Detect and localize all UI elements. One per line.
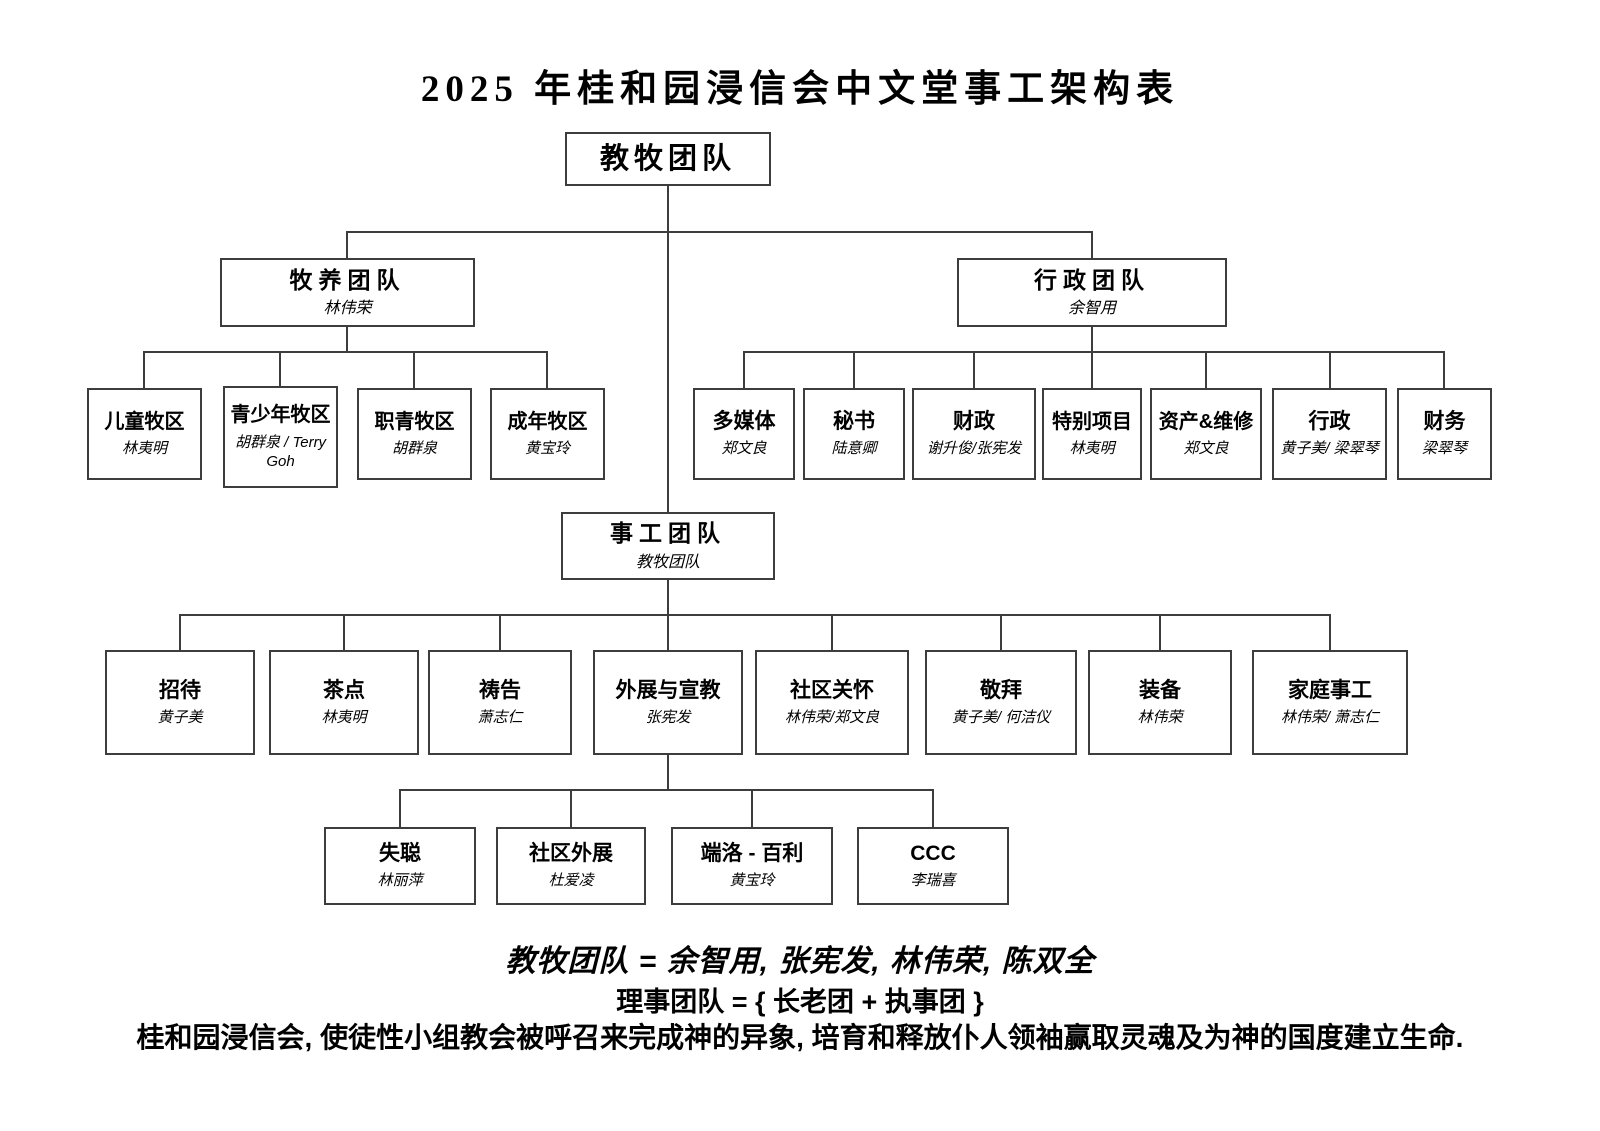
node-worship-lead: 黄子美/ 何洁仪: [951, 708, 1051, 726]
connector-admin-children: [743, 327, 1445, 388]
node-ministry-team-lead: 教牧团队: [635, 553, 700, 571]
node-secretary-label: 秘书: [833, 410, 875, 433]
node-deaf-label: 失聪: [379, 842, 421, 865]
node-adult-zone-label: 成年牧区: [507, 410, 588, 433]
node-finance-label: 财政: [953, 410, 995, 433]
node-family-ministry-label: 家庭事工: [1288, 678, 1372, 702]
node-youth-zone: 青少年牧区 胡群泉 / Terry Goh: [223, 386, 338, 488]
footer-board-team-definition: 理事团队 = { 长老团 + 执事团 }: [616, 987, 984, 1017]
node-assets-maintenance-lead: 郑文良: [1183, 439, 1229, 457]
node-secretary-lead: 陆意卿: [831, 440, 877, 458]
node-tanjung-bali: 端洛 - 百利 黄宝玲: [671, 827, 833, 905]
node-ushering-label: 招待: [159, 678, 201, 702]
node-tanjung-bali-lead: 黄宝玲: [729, 872, 775, 890]
node-outreach-missions-lead: 张宪发: [645, 708, 691, 726]
node-finance: 财政 谢升俊/张宪发: [912, 388, 1036, 480]
node-treasury: 财务 梁翠琴: [1397, 388, 1492, 480]
node-multimedia-lead: 郑文良: [721, 440, 767, 458]
node-working-youth-zone-label: 职青牧区: [374, 410, 455, 433]
node-outreach-missions-label: 外展与宣教: [615, 678, 721, 702]
node-special-projects-label: 特别项目: [1052, 410, 1132, 433]
page-title: 2025 年桂和园浸信会中文堂事工架构表: [420, 69, 1180, 110]
node-ushering-lead: 黄子美: [157, 708, 203, 726]
node-adult-zone-lead: 黄宝玲: [524, 439, 570, 457]
node-admin-team: 行政团队 余智用: [957, 258, 1227, 327]
node-ccc: CCC 李瑞喜: [857, 827, 1009, 905]
node-community-care-lead: 林伟荣/郑文良: [784, 708, 880, 726]
node-ushering: 招待 黄子美: [105, 650, 255, 755]
footer-vision-statement: 桂和园浸信会, 使徒性小组教会被呼召来完成神的异象, 培育和释放仆人领袖赢取灵魂…: [136, 1022, 1464, 1053]
connector-shepherding-children: [143, 327, 548, 388]
node-community-care-label: 社区关怀: [790, 678, 874, 702]
node-secretary: 秘书 陆意卿: [803, 388, 905, 480]
node-outreach-missions: 外展与宣教 张宪发: [593, 650, 743, 755]
node-prayer-lead: 萧志仁: [477, 708, 523, 726]
node-administration-lead: 黄子美/ 梁翠琴: [1280, 440, 1379, 458]
node-community-outreach-lead: 杜爱凌: [548, 872, 594, 890]
node-refreshments-label: 茶点: [323, 678, 365, 702]
node-ccc-label: CCC: [910, 842, 956, 865]
node-worship-label: 敬拜: [980, 678, 1022, 702]
node-community-care: 社区关怀 林伟荣/郑文良: [755, 650, 909, 755]
node-pastoral-team-label: 教牧团队: [599, 142, 736, 175]
node-multimedia: 多媒体 郑文良: [693, 388, 795, 480]
node-shepherding-team: 牧养团队 林伟荣: [220, 258, 475, 327]
node-special-projects-lead: 林夷明: [1069, 439, 1115, 457]
node-pastoral-team: 教牧团队: [565, 132, 771, 186]
node-tanjung-bali-label: 端洛 - 百利: [700, 842, 804, 865]
node-deaf: 失聪 林丽萍: [324, 827, 476, 905]
node-administration-label: 行政: [1308, 410, 1351, 433]
node-community-outreach: 社区外展 杜爱凌: [496, 827, 646, 905]
node-adult-zone: 成年牧区 黄宝玲: [490, 388, 605, 480]
connector-outreach-children: [399, 755, 934, 827]
node-special-projects: 特别项目 林夷明: [1042, 388, 1142, 480]
node-children-zone-label: 儿童牧区: [104, 410, 185, 433]
node-prayer: 祷告 萧志仁: [428, 650, 572, 755]
node-assets-maintenance: 资产&维修 郑文良: [1150, 388, 1262, 480]
node-assets-maintenance-label: 资产&维修: [1158, 410, 1254, 433]
node-family-ministry: 家庭事工 林伟荣/ 萧志仁: [1252, 650, 1408, 755]
node-multimedia-label: 多媒体: [712, 410, 776, 433]
node-refreshments-lead: 林夷明: [321, 708, 367, 726]
node-youth-zone-label: 青少年牧区: [230, 403, 331, 426]
connector-ministry-children: [179, 580, 1331, 650]
node-administration: 行政 黄子美/ 梁翠琴: [1272, 388, 1387, 480]
node-children-zone: 儿童牧区 林夷明: [87, 388, 202, 480]
node-admin-team-label: 行政团队: [1034, 266, 1150, 293]
node-shepherding-team-lead: 林伟荣: [323, 300, 372, 318]
node-youth-zone-lead: 胡群泉 / Terry Goh: [234, 433, 327, 471]
node-treasury-label: 财务: [1423, 410, 1466, 433]
connector-level2: [346, 231, 1093, 258]
node-working-youth-zone: 职青牧区 胡群泉: [357, 388, 472, 480]
node-refreshments: 茶点 林夷明: [269, 650, 419, 755]
node-shepherding-team-label: 牧养团队: [289, 266, 406, 293]
node-admin-team-lead: 余智用: [1067, 300, 1116, 318]
node-equipping: 装备 林伟荣: [1088, 650, 1232, 755]
node-ccc-lead: 李瑞喜: [910, 872, 956, 890]
footer-pastoral-team-definition: 教牧团队 = 余智用, 张宪发, 林伟荣, 陈双全: [505, 945, 1095, 978]
node-finance-lead: 谢升俊/张宪发: [926, 440, 1022, 458]
node-worship: 敬拜 黄子美/ 何洁仪: [925, 650, 1077, 755]
node-treasury-lead: 梁翠琴: [1421, 440, 1467, 458]
node-prayer-label: 祷告: [479, 678, 521, 702]
node-deaf-lead: 林丽萍: [377, 872, 423, 890]
node-community-outreach-label: 社区外展: [529, 842, 613, 865]
node-working-youth-zone-lead: 胡群泉: [391, 439, 437, 457]
node-family-ministry-lead: 林伟荣/ 萧志仁: [1280, 708, 1380, 726]
node-ministry-team-label: 事工团队: [610, 520, 726, 547]
node-equipping-label: 装备: [1139, 678, 1181, 702]
node-children-zone-lead: 林夷明: [121, 439, 167, 457]
node-ministry-team: 事工团队 教牧团队: [561, 512, 775, 580]
node-equipping-lead: 林伟荣: [1137, 708, 1183, 726]
